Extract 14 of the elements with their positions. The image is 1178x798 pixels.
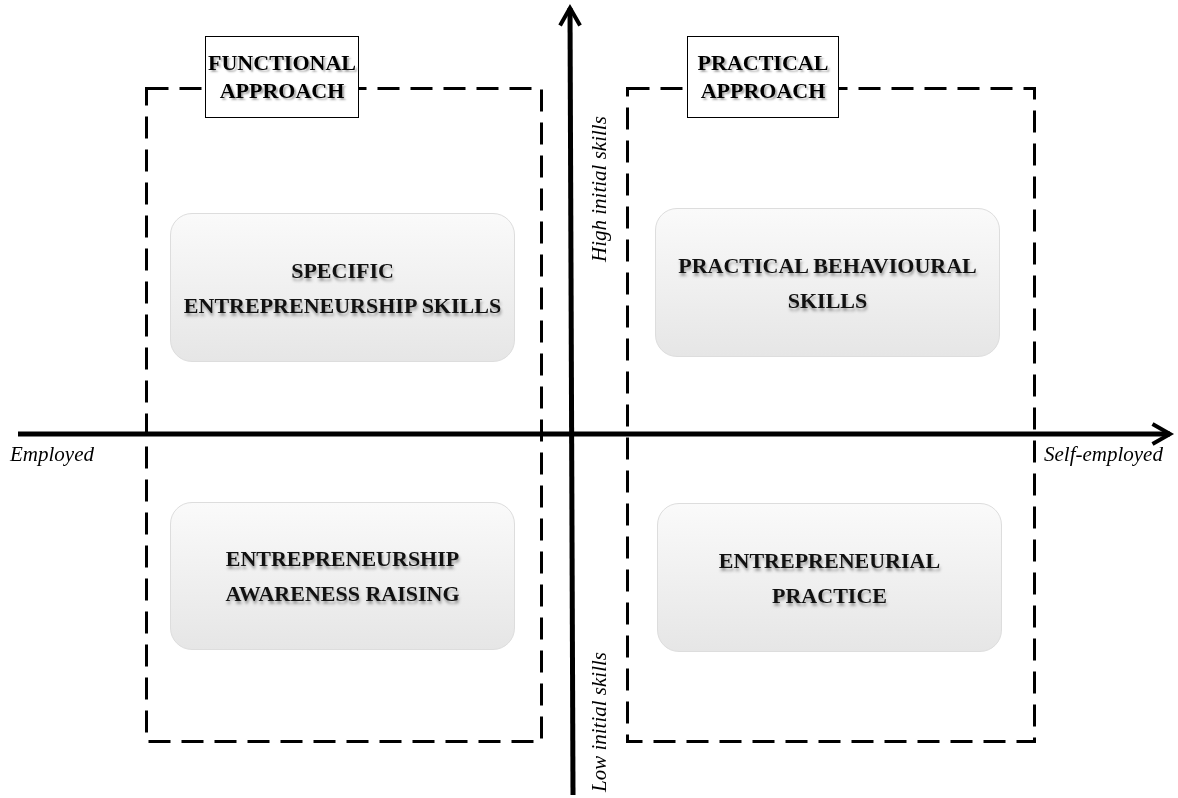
skill-card: [657, 503, 1002, 652]
group-heading: FUNCTIONAL APPROACH: [205, 36, 359, 118]
card-text: SPECIFIC ENTREPRENEURSHIP SKILLS: [182, 256, 503, 320]
card-text: ENTREPRENEURIAL PRACTICE: [717, 546, 942, 610]
card-text: ENTREPRENEURSHIP AWARENESS RAISING: [224, 545, 461, 608]
group-heading: PRACTICAL APPROACH: [687, 36, 839, 118]
skill-card: [655, 208, 1000, 357]
axis-label: Low initial skills: [587, 651, 612, 792]
axis-label: Employed: [10, 442, 94, 467]
skill-card: [170, 213, 515, 362]
axis-label: Self-employed: [1044, 442, 1163, 467]
skill-card: [170, 502, 515, 650]
axis-label: High initial skills: [587, 116, 612, 262]
card-text: PRACTICAL BEHAVIOURAL SKILLS: [677, 251, 978, 315]
